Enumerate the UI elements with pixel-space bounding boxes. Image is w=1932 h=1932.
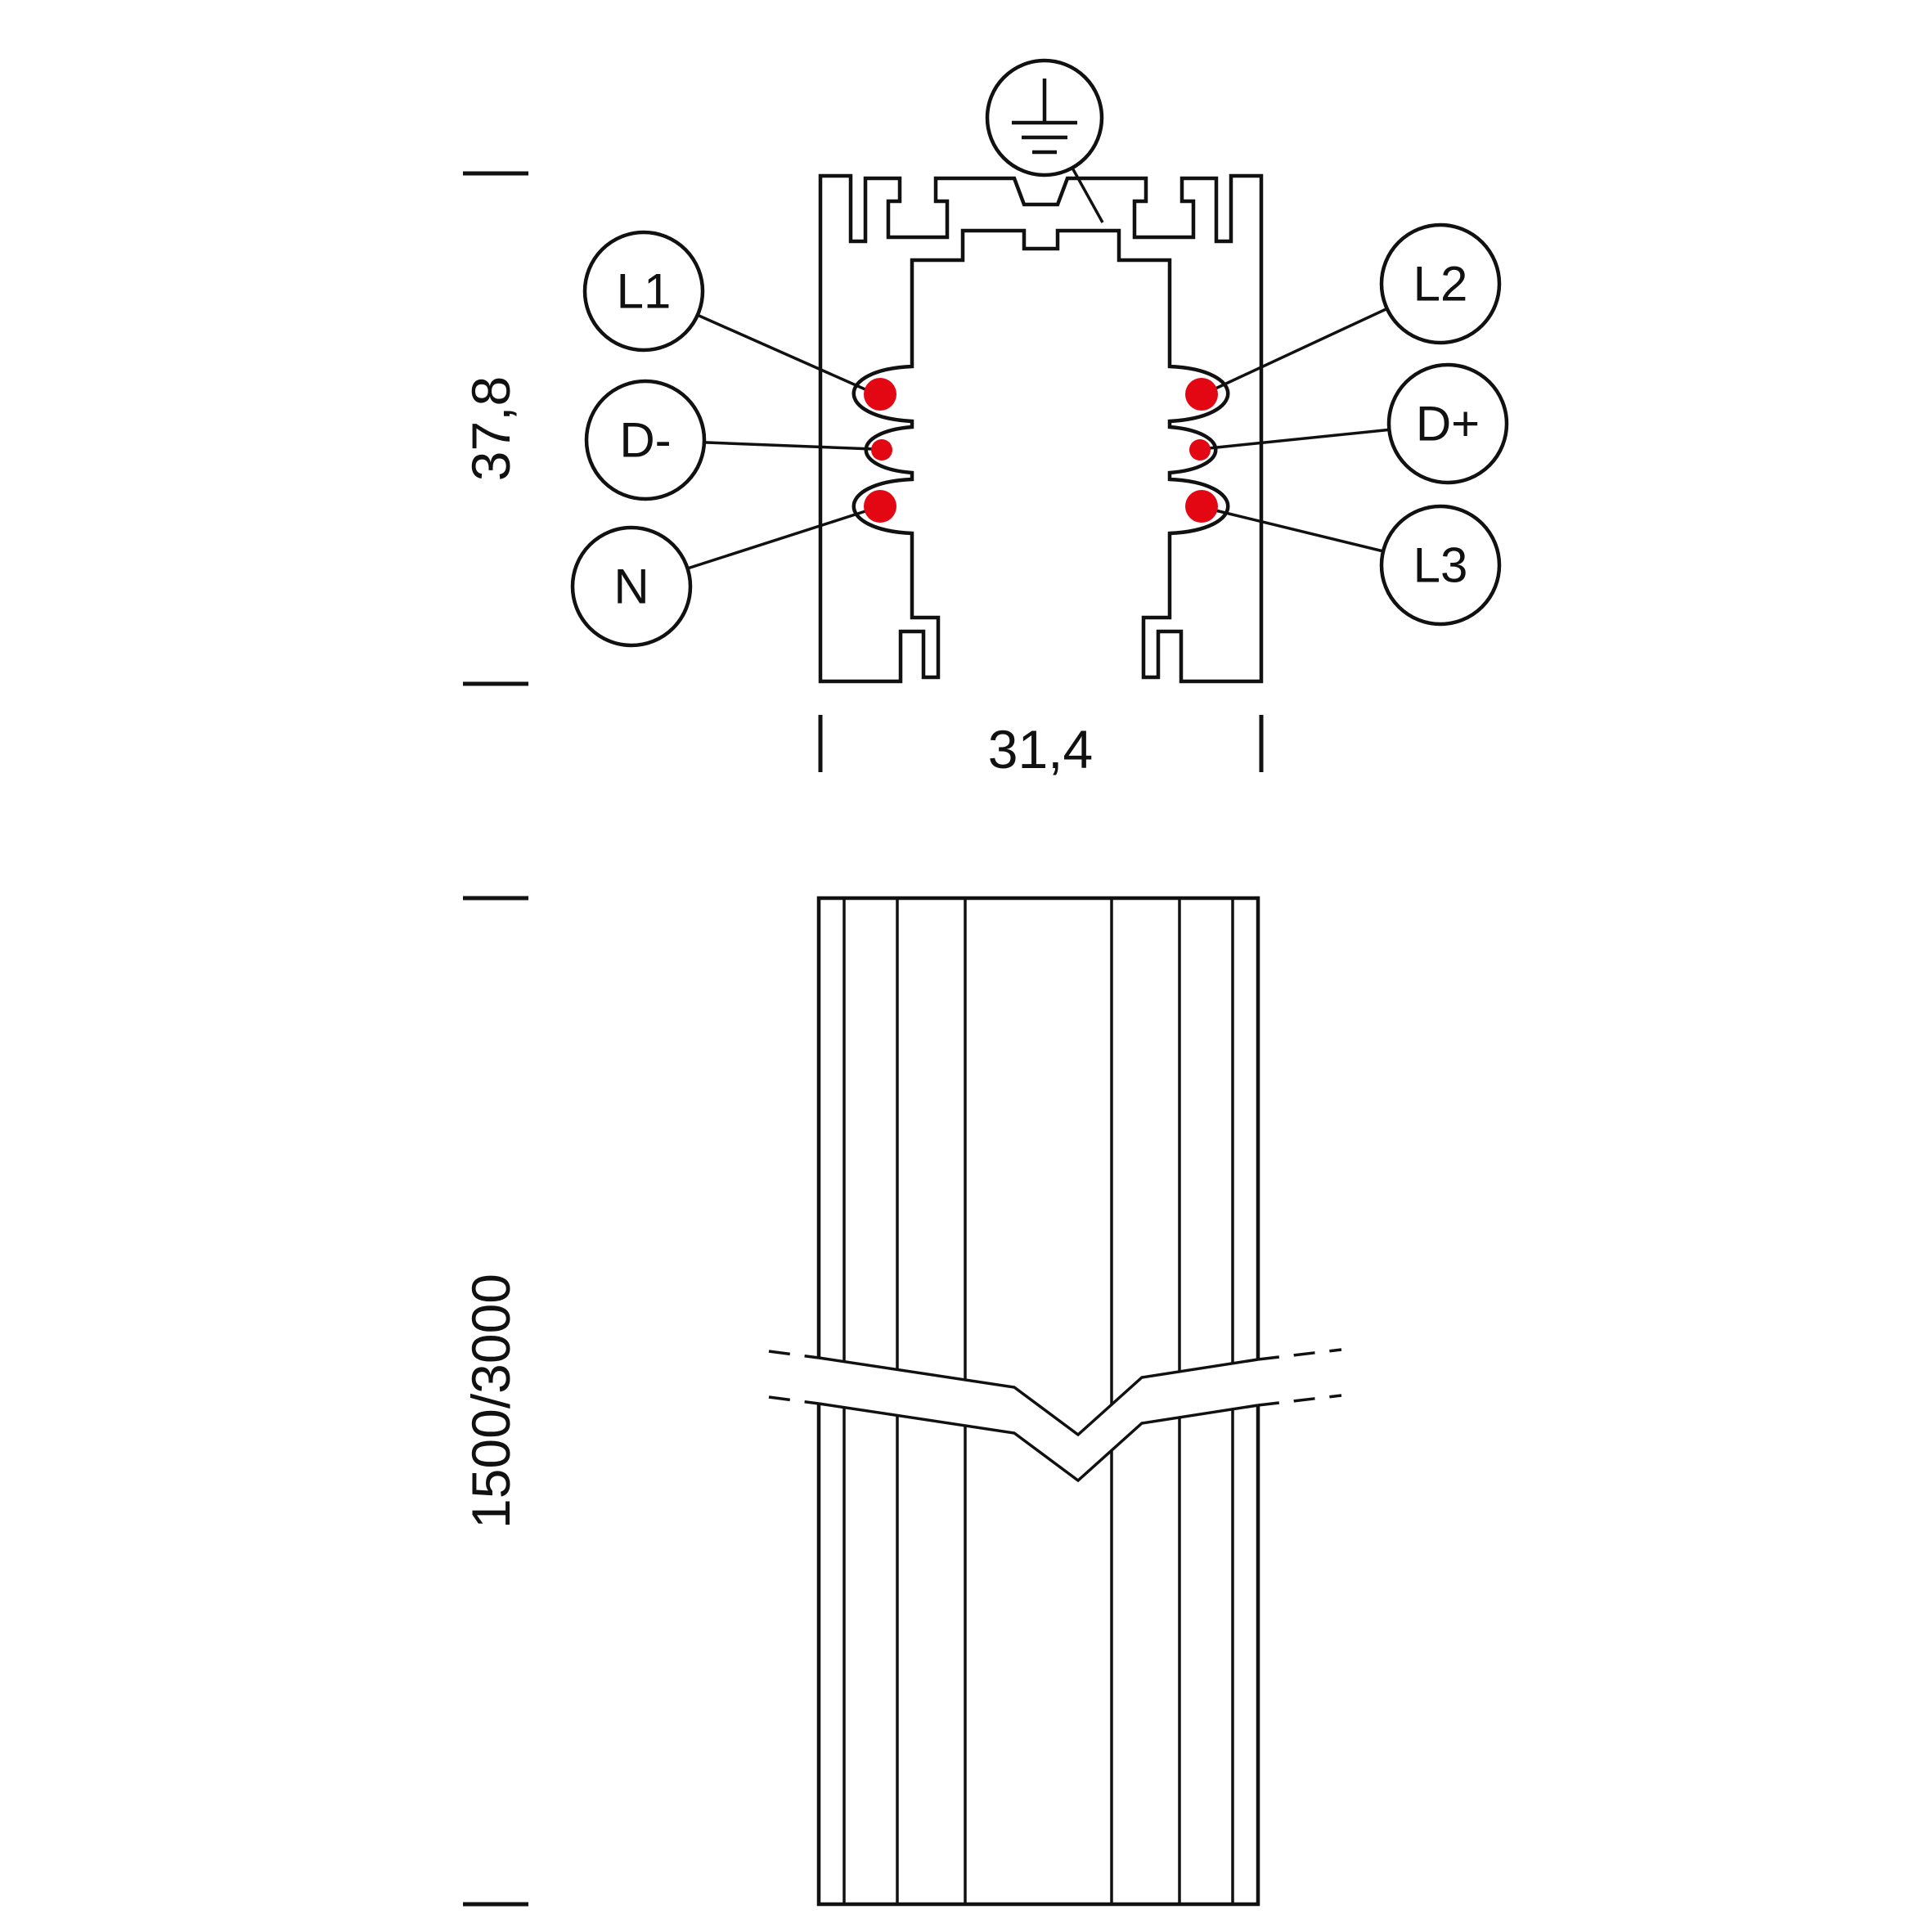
- label-bubble-n: N: [570, 525, 693, 648]
- label-bubble-l1: L1: [582, 230, 705, 353]
- label-d-minus: D-: [619, 413, 671, 468]
- conductor-dot-n: [864, 490, 896, 523]
- label-bubble-l2: L2: [1379, 222, 1502, 345]
- length-view: 1500/3000: [461, 896, 1342, 1907]
- label-bubble-d-plus: D+: [1386, 362, 1509, 485]
- conductor-dot-l1: [864, 378, 896, 411]
- dimension-height: 37,8: [461, 171, 528, 686]
- conductor-dot-l3: [1185, 490, 1218, 523]
- label-l1: L1: [617, 264, 672, 319]
- label-d-plus: D+: [1416, 397, 1480, 452]
- label-l2: L2: [1413, 257, 1468, 312]
- dimension-width: 31,4: [818, 715, 1264, 780]
- dimension-height-value: 37,8: [461, 376, 521, 481]
- track-profile-outline: [818, 173, 1264, 684]
- conductor-dot-l2: [1185, 378, 1218, 411]
- dimension-width-value: 31,4: [988, 719, 1093, 780]
- label-l3: L3: [1413, 538, 1468, 593]
- dimension-length-value: 1500/3000: [461, 1274, 521, 1529]
- break-symbol: [768, 1348, 1342, 1483]
- conductor-dot-d-minus: [871, 439, 892, 461]
- dimension-length: 1500/3000: [461, 896, 528, 1907]
- conductor-dot-d-plus: [1189, 439, 1211, 461]
- label-bubble-l3: L3: [1379, 504, 1502, 627]
- label-bubble-d-minus: D-: [584, 379, 707, 501]
- label-n: N: [613, 559, 649, 614]
- earth-ground-icon: [985, 58, 1104, 223]
- cross-section-view: L1 D- N L2 D+ L3 37,8: [461, 58, 1509, 780]
